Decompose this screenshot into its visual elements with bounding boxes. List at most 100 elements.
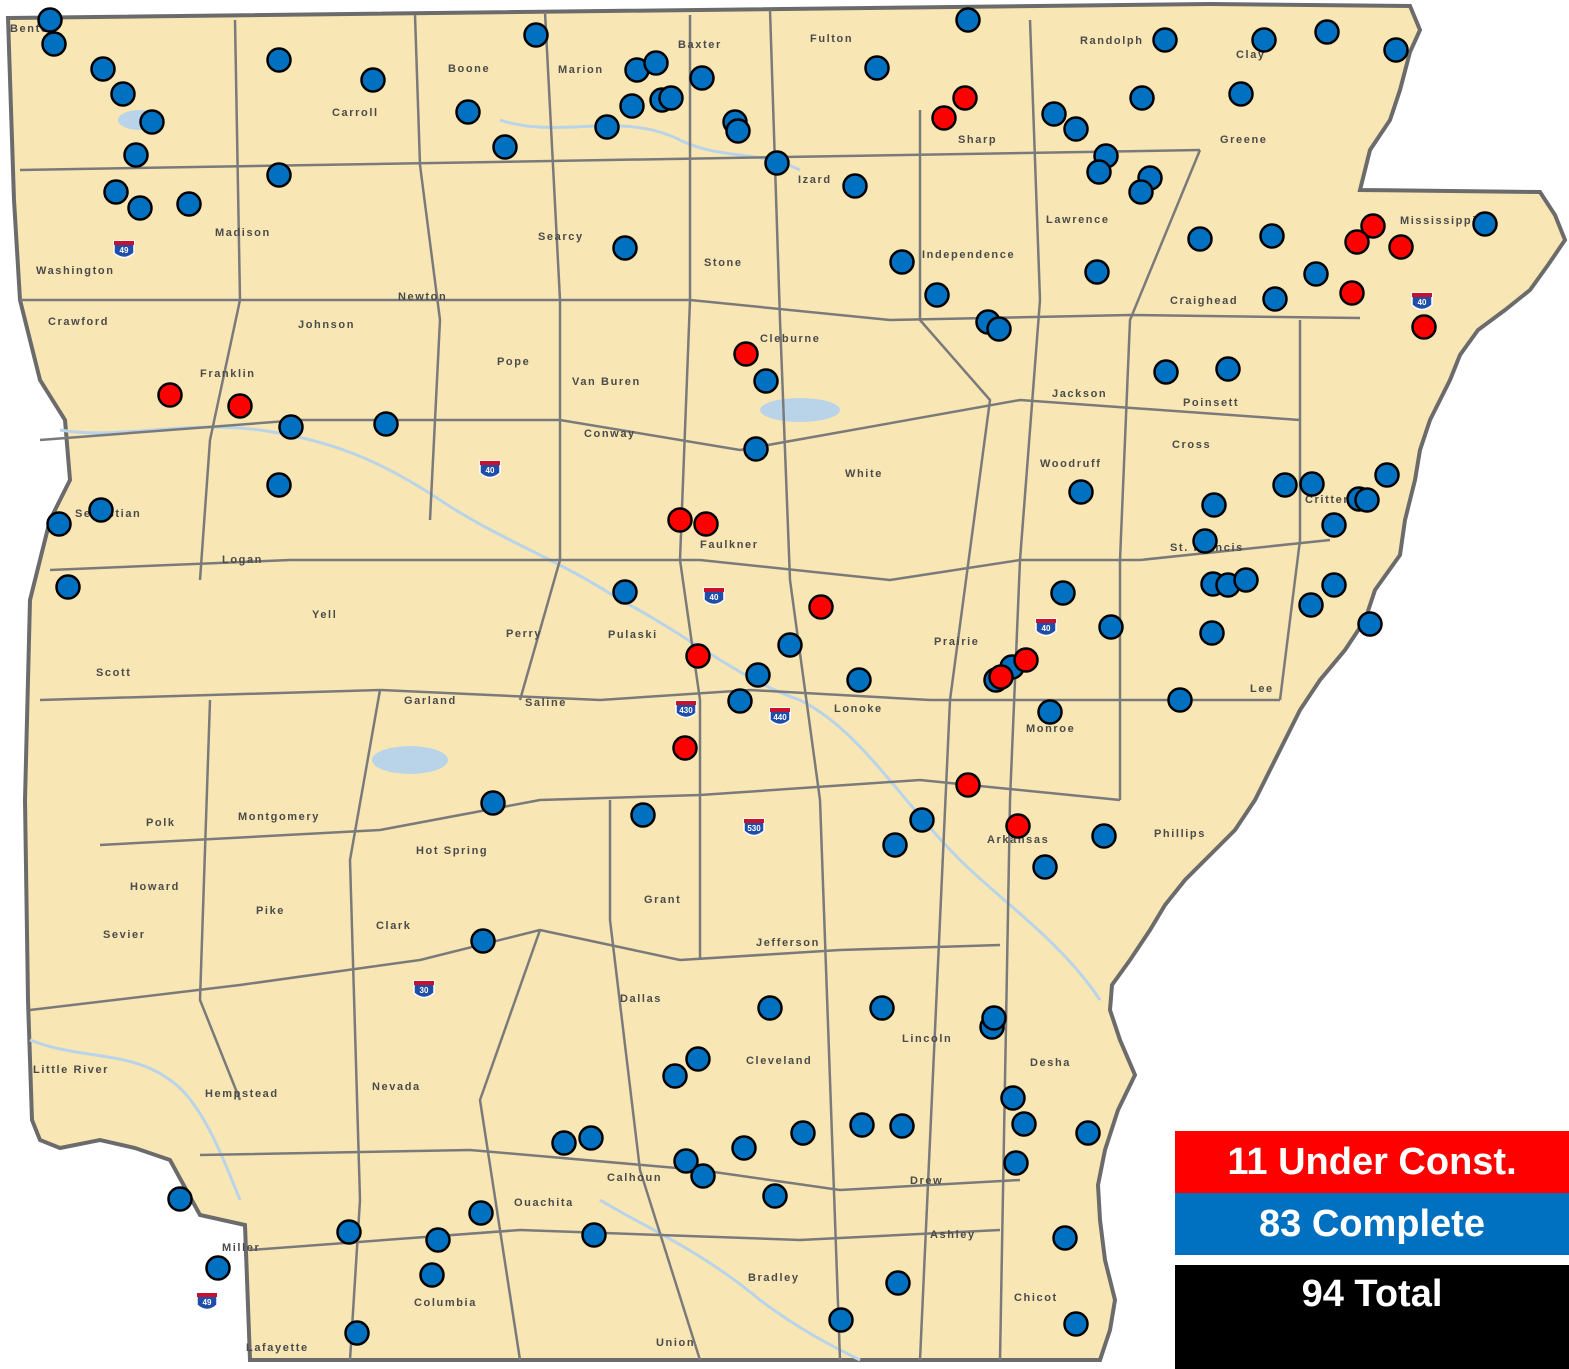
county-label: Grant (644, 894, 681, 906)
county-label: Union (656, 1337, 695, 1349)
interstate-shield-icon: 530 (743, 818, 765, 837)
complete-project-marker (1052, 1225, 1078, 1251)
under-construction-marker (693, 511, 719, 537)
county-label: Scott (96, 667, 132, 679)
complete-project-marker (455, 99, 481, 125)
county-label: Carroll (332, 107, 379, 119)
county-label: Ouachita (514, 1197, 574, 1209)
complete-project-marker (480, 790, 506, 816)
county-label: Hempstead (205, 1088, 279, 1100)
complete-project-marker (266, 472, 292, 498)
county-label: Boone (448, 63, 490, 75)
county-label: Lafayette (246, 1342, 309, 1354)
county-label: Johnson (298, 319, 355, 331)
complete-project-marker (1228, 81, 1254, 107)
complete-project-marker (762, 1183, 788, 1209)
complete-project-marker (139, 109, 165, 135)
complete-project-marker (266, 47, 292, 73)
under-construction-marker (1013, 647, 1039, 673)
interstate-shield-icon: 440 (769, 707, 791, 726)
svg-text:40: 40 (710, 593, 719, 602)
complete-project-marker (1000, 1085, 1026, 1111)
interstate-shield-icon: 30 (413, 980, 435, 999)
county-label: Desha (1030, 1057, 1071, 1069)
complete-project-marker (266, 162, 292, 188)
county-label: Madison (215, 227, 271, 239)
complete-project-marker (1299, 471, 1325, 497)
complete-project-marker (727, 688, 753, 714)
svg-text:430: 430 (679, 706, 693, 715)
complete-project-marker (336, 1219, 362, 1245)
county-label: Drew (910, 1175, 943, 1187)
county-label: Lincoln (902, 1033, 952, 1045)
complete-project-marker (1187, 226, 1213, 252)
complete-project-marker (1298, 592, 1324, 618)
complete-project-marker (373, 411, 399, 437)
svg-text:530: 530 (747, 824, 761, 833)
complete-project-marker (889, 249, 915, 275)
complete-project-marker (882, 832, 908, 858)
county-label: White (845, 468, 883, 480)
county-label: Searcy (538, 231, 584, 243)
complete-project-marker (1041, 101, 1067, 127)
complete-project-marker (523, 22, 549, 48)
svg-text:49: 49 (120, 246, 129, 255)
county-label: Mississippi (1400, 215, 1477, 227)
county-label: Logan (222, 554, 263, 566)
complete-project-marker (846, 667, 872, 693)
complete-project-marker (578, 1125, 604, 1151)
complete-project-marker (46, 511, 72, 537)
legend-under-construction: 11 Under Const. (1175, 1131, 1569, 1193)
under-construction-marker (931, 105, 957, 131)
county-label: Conway (584, 428, 636, 440)
under-construction-marker (667, 507, 693, 533)
county-label: Washington (36, 265, 115, 277)
under-construction-marker (1344, 229, 1370, 255)
complete-project-marker (1321, 572, 1347, 598)
county-label: Chicot (1014, 1292, 1058, 1304)
complete-project-marker (425, 1227, 451, 1253)
complete-project-marker (1037, 699, 1063, 725)
county-label: Baxter (678, 39, 722, 51)
under-construction-marker (808, 594, 834, 620)
under-construction-marker (227, 393, 253, 419)
county-label: Van Buren (572, 376, 641, 388)
under-construction-marker (988, 664, 1014, 690)
county-label: Randolph (1080, 35, 1144, 47)
complete-project-marker (1233, 567, 1259, 593)
complete-project-marker (619, 93, 645, 119)
complete-project-marker (685, 1046, 711, 1072)
county-label: Miller (222, 1242, 260, 1254)
complete-project-marker (658, 85, 684, 111)
complete-project-marker (662, 1063, 688, 1089)
county-label: Cross (1172, 439, 1211, 451)
under-construction-marker (1005, 813, 1031, 839)
county-label: Faulkner (700, 539, 759, 551)
county-label: Marion (558, 64, 604, 76)
complete-project-marker (55, 574, 81, 600)
county-label: Poinsett (1183, 397, 1239, 409)
county-label: Clark (376, 920, 412, 932)
complete-project-marker (849, 1112, 875, 1138)
complete-project-marker (1075, 1120, 1101, 1146)
complete-project-marker (842, 173, 868, 199)
complete-project-marker (492, 134, 518, 160)
county-label: Yell (312, 609, 337, 621)
complete-project-marker (1199, 620, 1225, 646)
county-label: Lonoke (834, 703, 883, 715)
complete-project-marker (468, 1200, 494, 1226)
complete-project-marker (127, 195, 153, 221)
complete-project-marker (1003, 1150, 1029, 1176)
county-label: Hot Spring (416, 845, 488, 857)
complete-project-marker (1152, 27, 1178, 53)
complete-project-marker (643, 50, 669, 76)
complete-project-marker (90, 56, 116, 82)
complete-project-marker (360, 67, 386, 93)
county-label: Pope (497, 356, 530, 368)
complete-project-marker (1098, 614, 1124, 640)
complete-project-marker (1357, 611, 1383, 637)
under-construction-marker (672, 735, 698, 761)
complete-project-marker (1086, 159, 1112, 185)
complete-project-marker (1215, 356, 1241, 382)
complete-project-marker (743, 436, 769, 462)
